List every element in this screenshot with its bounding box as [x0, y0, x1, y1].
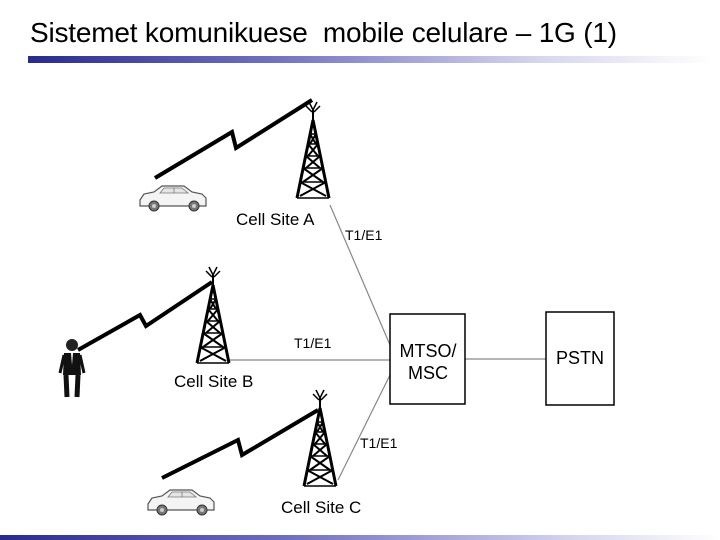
- mtso-label: MTSO/: [400, 341, 457, 361]
- title-divider: [28, 56, 712, 63]
- link-b-label: T1/E1: [294, 335, 332, 351]
- link-c: [337, 374, 391, 481]
- cell-tower-icon: [295, 100, 331, 200]
- cell-site-b-label: Cell Site B: [174, 372, 253, 391]
- radio-link-icon: [153, 98, 314, 180]
- msc-label: MSC: [408, 363, 448, 383]
- footer-divider: [0, 535, 720, 540]
- link-a: [329, 204, 391, 346]
- person-icon: [58, 339, 86, 398]
- link-c-label: T1/E1: [360, 435, 398, 451]
- radio-link-icon: [161, 408, 320, 480]
- cell-tower-icon: [302, 388, 338, 488]
- links: [230, 204, 546, 481]
- pstn-label: PSTN: [556, 348, 604, 368]
- mtso-msc-node: MTSO/ MSC: [389, 313, 466, 405]
- page-title: Sistemet komunikuese mobile celulare – 1…: [30, 17, 617, 48]
- car-icon: [139, 185, 207, 212]
- cell-site-c-label: Cell Site C: [281, 498, 361, 517]
- radio-link-icon: [77, 280, 214, 352]
- cell-site-a-label: Cell Site A: [236, 210, 315, 229]
- link-a-label: T1/E1: [345, 227, 383, 243]
- car-icon: [147, 489, 215, 516]
- cell-tower-icon: [195, 265, 231, 365]
- pstn-node: PSTN: [545, 311, 615, 406]
